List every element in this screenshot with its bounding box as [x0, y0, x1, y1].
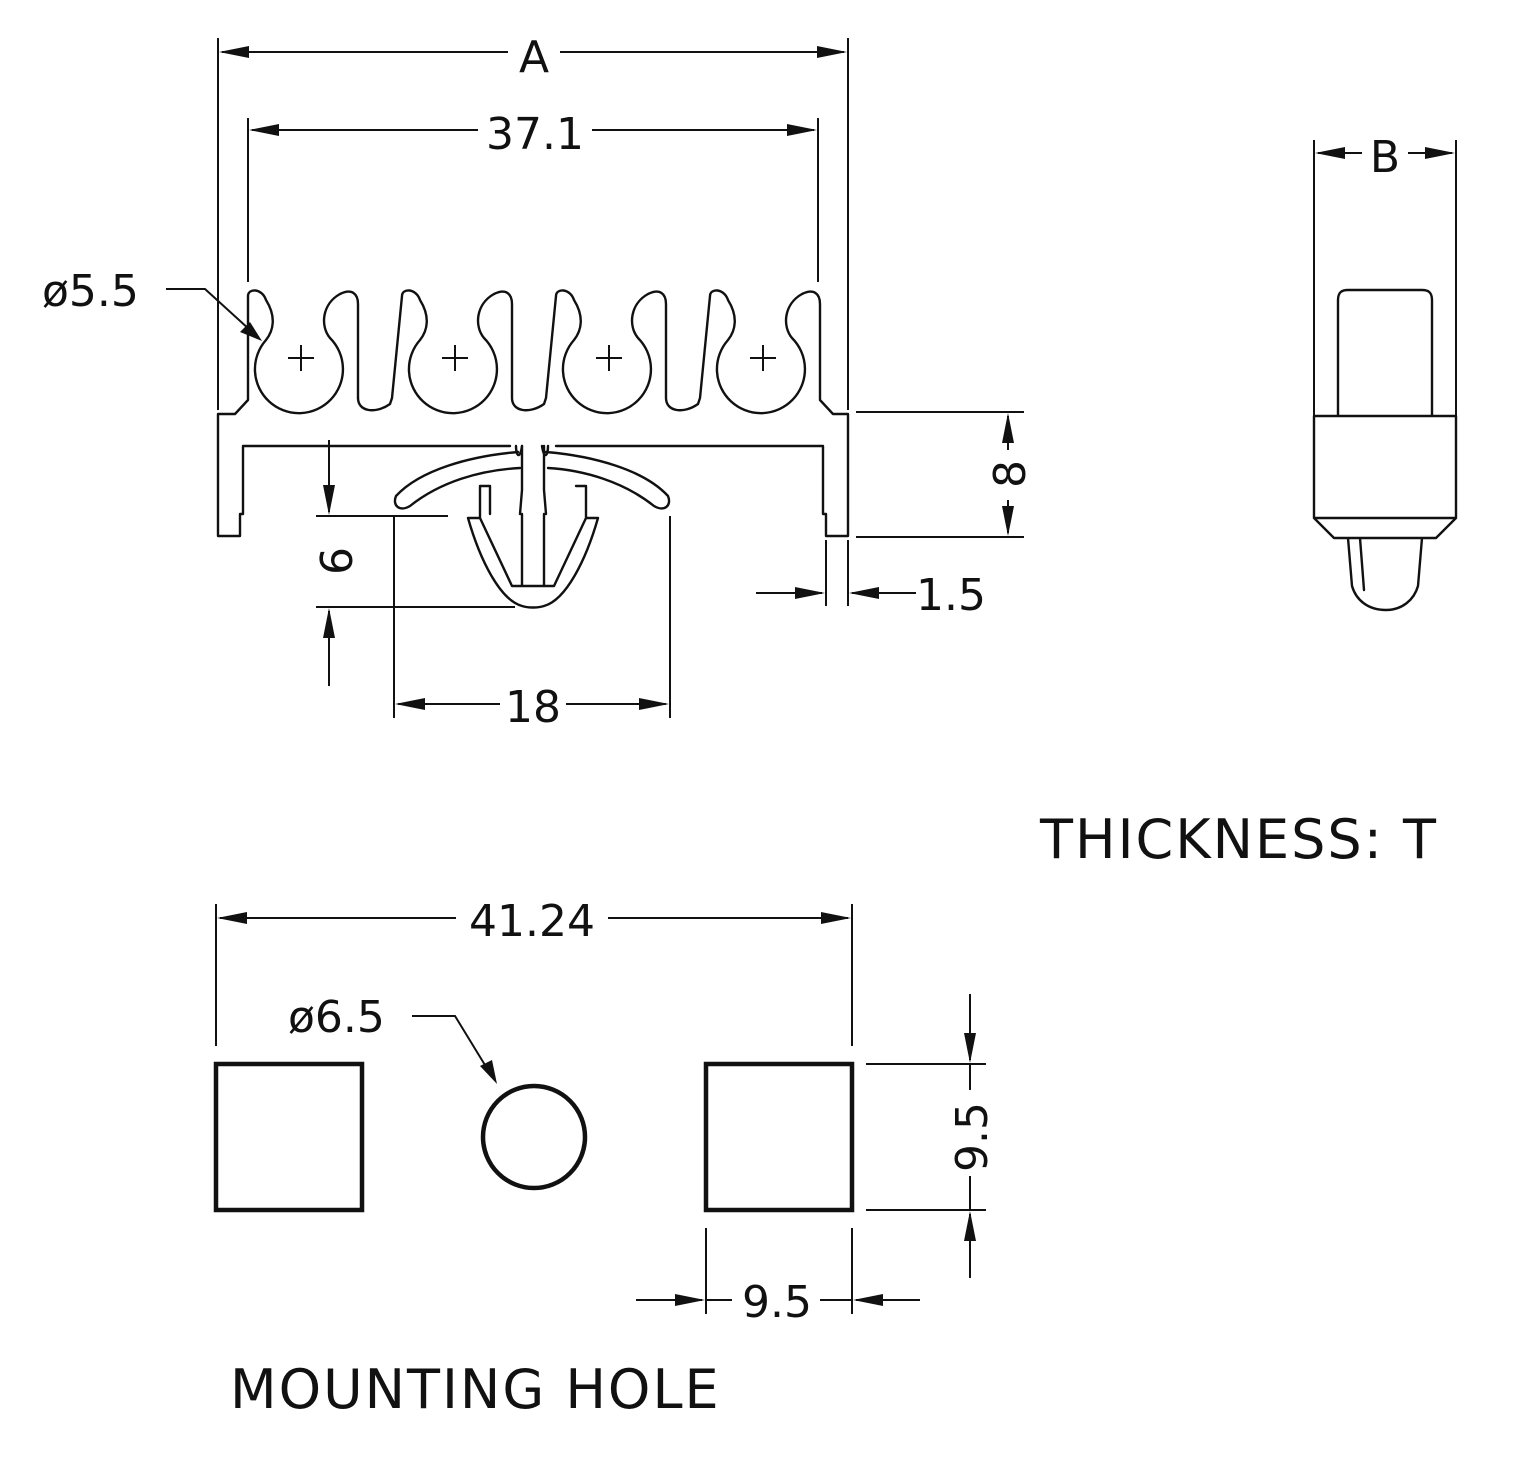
mounting-hole-title: MOUNTING HOLE: [230, 1358, 721, 1421]
dimension-leg-label: 1.5: [916, 570, 986, 621]
mounting-hole-view: 41.24 ø6.5 9.5: [213, 896, 998, 1421]
dimension-clip-width-label: 18: [505, 682, 561, 733]
dimension-pitch-span-label: 37.1: [486, 109, 584, 160]
side-profile: [1312, 288, 1458, 612]
dimension-slot-diameter-label: ø5.5: [42, 266, 139, 317]
dimension-round-hole-label: ø6.5: [288, 992, 385, 1043]
dimension-square-width-label: 9.5: [742, 1277, 812, 1328]
dimension-pitch-span: 37.1: [249, 109, 817, 160]
dimension-a: A: [219, 32, 847, 83]
clip-stem: [466, 444, 600, 609]
dimension-clip-depth: 6: [312, 440, 515, 686]
dimension-clip-depth-label: 6: [312, 547, 363, 575]
dimension-square-height: 9.5: [866, 994, 998, 1278]
dimension-b-label: B: [1370, 132, 1400, 183]
dimension-hole-span: 41.24: [217, 896, 851, 947]
dimension-height-label: 8: [985, 460, 1036, 488]
dimension-height: 8: [856, 411, 1036, 538]
dimension-square-width: 9.5: [636, 1228, 920, 1328]
dimension-a-label: A: [519, 32, 549, 83]
dimension-hole-span-label: 41.24: [469, 896, 595, 947]
dimension-clip-width: 18: [393, 516, 671, 733]
dimension-slot-diameter: ø5.5: [42, 266, 262, 341]
clip-wing-left: [393, 444, 524, 510]
front-view: A 37.1 ø5.5: [42, 32, 1036, 733]
holder-outline: [216, 289, 850, 538]
clip-wing-right: [540, 444, 671, 510]
dimension-square-height-label: 9.5: [947, 1102, 998, 1172]
dimension-b: B: [1315, 132, 1455, 183]
round-hole: [480, 1083, 588, 1191]
square-hole-right: [703, 1061, 855, 1213]
square-hole-left: [213, 1061, 365, 1213]
dimension-round-hole: ø6.5: [288, 992, 497, 1084]
dimension-leg: 1.5: [756, 540, 986, 621]
thickness-note: THICKNESS: T: [1039, 808, 1438, 871]
side-view: B: [1312, 132, 1458, 612]
slot-centre-marks: [288, 345, 776, 371]
